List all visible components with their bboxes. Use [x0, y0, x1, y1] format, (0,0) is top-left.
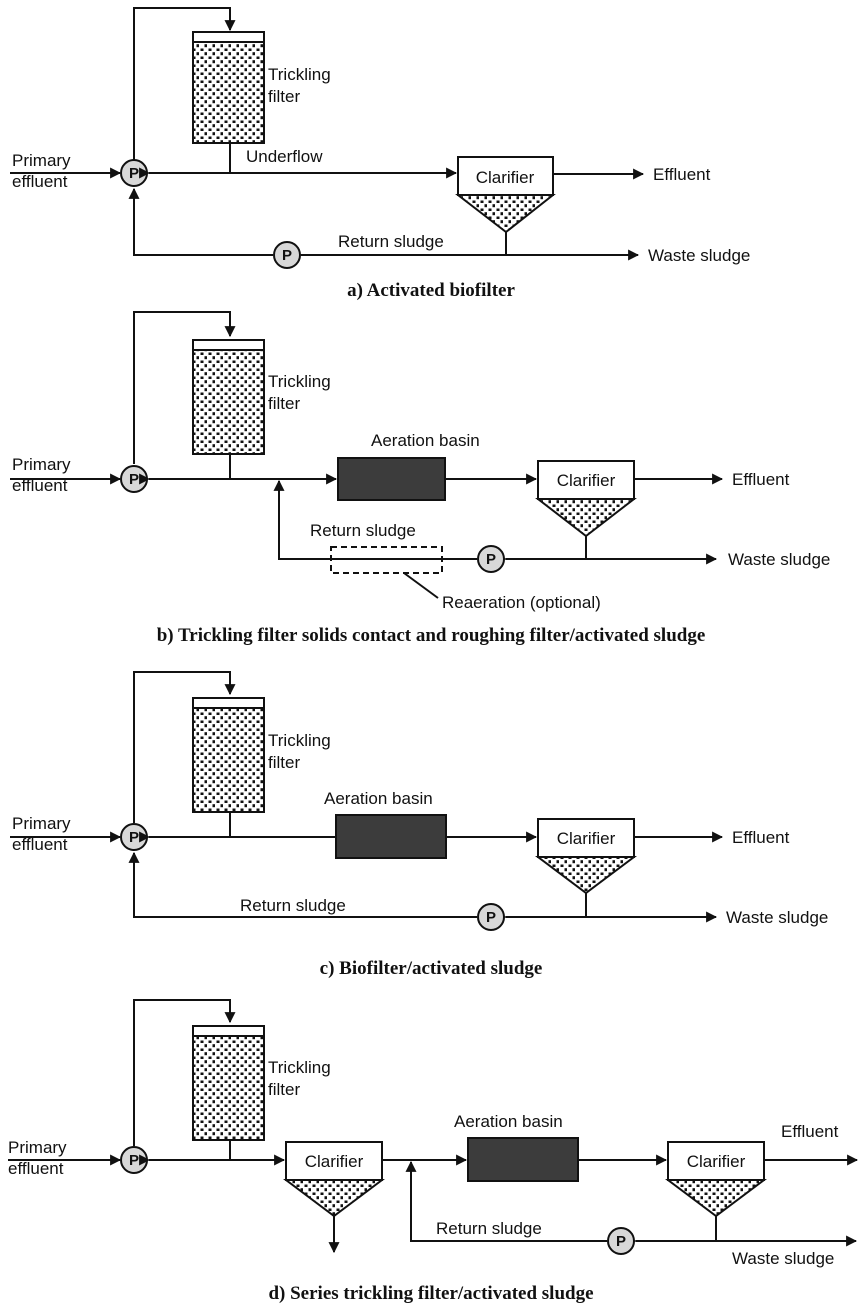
svg-text:P: P	[282, 247, 292, 264]
waste-sludge-label: Waste sludge	[726, 908, 828, 927]
clarifier-label: Clarifier	[557, 471, 616, 490]
return-sludge-line	[405, 1160, 607, 1242]
panel-b: Trickling filter Primary effluent P Aera…	[10, 311, 830, 646]
svg-text:P: P	[129, 471, 139, 488]
primary-label-line1: Primary	[12, 814, 71, 833]
primary-label-line2: effluent	[12, 172, 68, 191]
filter-label-line2: filter	[268, 87, 300, 106]
pump: P	[273, 241, 301, 269]
trickling-filter	[192, 1025, 265, 1141]
reaeration-label: Reaeration (optional)	[442, 593, 601, 612]
trickling-filter	[192, 697, 265, 813]
effluent-label: Effluent	[653, 165, 711, 184]
filter-label-line1: Trickling	[268, 1058, 331, 1077]
primary-label-line1: Primary	[8, 1138, 67, 1157]
caption-d: d) Series trickling filter/activated slu…	[268, 1283, 593, 1304]
primary-label-line1: Primary	[12, 455, 71, 474]
caption-a: a) Activated biofilter	[347, 280, 515, 301]
recycle-line	[133, 311, 236, 464]
primary-label-line2: effluent	[12, 476, 68, 495]
waste-sludge-label: Waste sludge	[728, 550, 830, 569]
filter-label-line1: Trickling	[268, 65, 331, 84]
reaeration-leader	[403, 572, 439, 599]
trickling-filter	[192, 31, 265, 144]
panel-d: Trickling filter Primary effluent P Clar…	[8, 999, 859, 1304]
svg-text:P: P	[129, 829, 139, 846]
filter-label-line1: Trickling	[268, 731, 331, 750]
return-sludge-line	[128, 851, 477, 918]
effluent-label: Effluent	[732, 470, 790, 489]
pump: P	[477, 903, 505, 931]
underflow-label: Underflow	[246, 147, 323, 166]
pump: P	[120, 465, 148, 493]
effluent-label: Effluent	[732, 828, 790, 847]
aeration-basin-label: Aeration basin	[454, 1112, 563, 1131]
filter-label-line2: filter	[268, 1080, 300, 1099]
clarifier	[665, 1141, 767, 1218]
reaeration-box	[330, 546, 443, 574]
svg-text:P: P	[486, 551, 496, 568]
caption-c: c) Biofilter/activated sludge	[320, 958, 543, 979]
clarifier-label: Clarifier	[476, 168, 535, 187]
pump: P	[120, 159, 148, 187]
recycle-line	[133, 999, 236, 1146]
aeration-basin-label: Aeration basin	[324, 789, 433, 808]
pump: P	[607, 1227, 635, 1255]
return-sludge-label: Return sludge	[240, 896, 346, 915]
return-sludge-label: Return sludge	[310, 521, 416, 540]
clarifier	[535, 818, 637, 895]
aeration-basin	[467, 1137, 579, 1182]
primary-label-line2: effluent	[12, 835, 68, 854]
trickling-filter	[192, 339, 265, 455]
primary-label-line1: Primary	[12, 151, 71, 170]
clarifier	[283, 1141, 385, 1218]
return-sludge-label: Return sludge	[338, 232, 444, 251]
return-sludge-line	[128, 187, 273, 256]
effluent-label: Effluent	[781, 1122, 839, 1141]
panel-c: Trickling filter Primary effluent P Aera…	[10, 671, 828, 979]
return-sludge-label: Return sludge	[436, 1219, 542, 1238]
filter-label-line1: Trickling	[268, 372, 331, 391]
svg-text:P: P	[129, 165, 139, 182]
panel-a: Trickling filter Underflow Primary efflu…	[10, 7, 750, 301]
caption-b: b) Trickling filter solids contact and r…	[157, 625, 706, 646]
filter-label-line2: filter	[268, 394, 300, 413]
filter-label-line2: filter	[268, 753, 300, 772]
recycle-line	[133, 671, 236, 823]
recycle-line	[133, 7, 236, 160]
clarifier-label: Clarifier	[557, 829, 616, 848]
primary-label-line2: effluent	[8, 1159, 64, 1178]
clarifier-label: Clarifier	[687, 1152, 746, 1171]
svg-text:P: P	[616, 1233, 626, 1250]
svg-text:P: P	[486, 909, 496, 926]
aeration-basin-label: Aeration basin	[371, 431, 480, 450]
clarifier-label: Clarifier	[305, 1152, 364, 1171]
return-sludge-line	[273, 479, 477, 560]
pump: P	[477, 545, 505, 573]
aeration-basin	[337, 457, 446, 501]
svg-text:P: P	[129, 1152, 139, 1169]
waste-sludge-label: Waste sludge	[648, 246, 750, 265]
pump: P	[120, 1146, 148, 1174]
clarifier	[455, 156, 556, 234]
pump: P	[120, 823, 148, 851]
clarifier	[535, 460, 637, 538]
aeration-basin	[335, 814, 447, 859]
waste-sludge-label: Waste sludge	[732, 1249, 834, 1268]
